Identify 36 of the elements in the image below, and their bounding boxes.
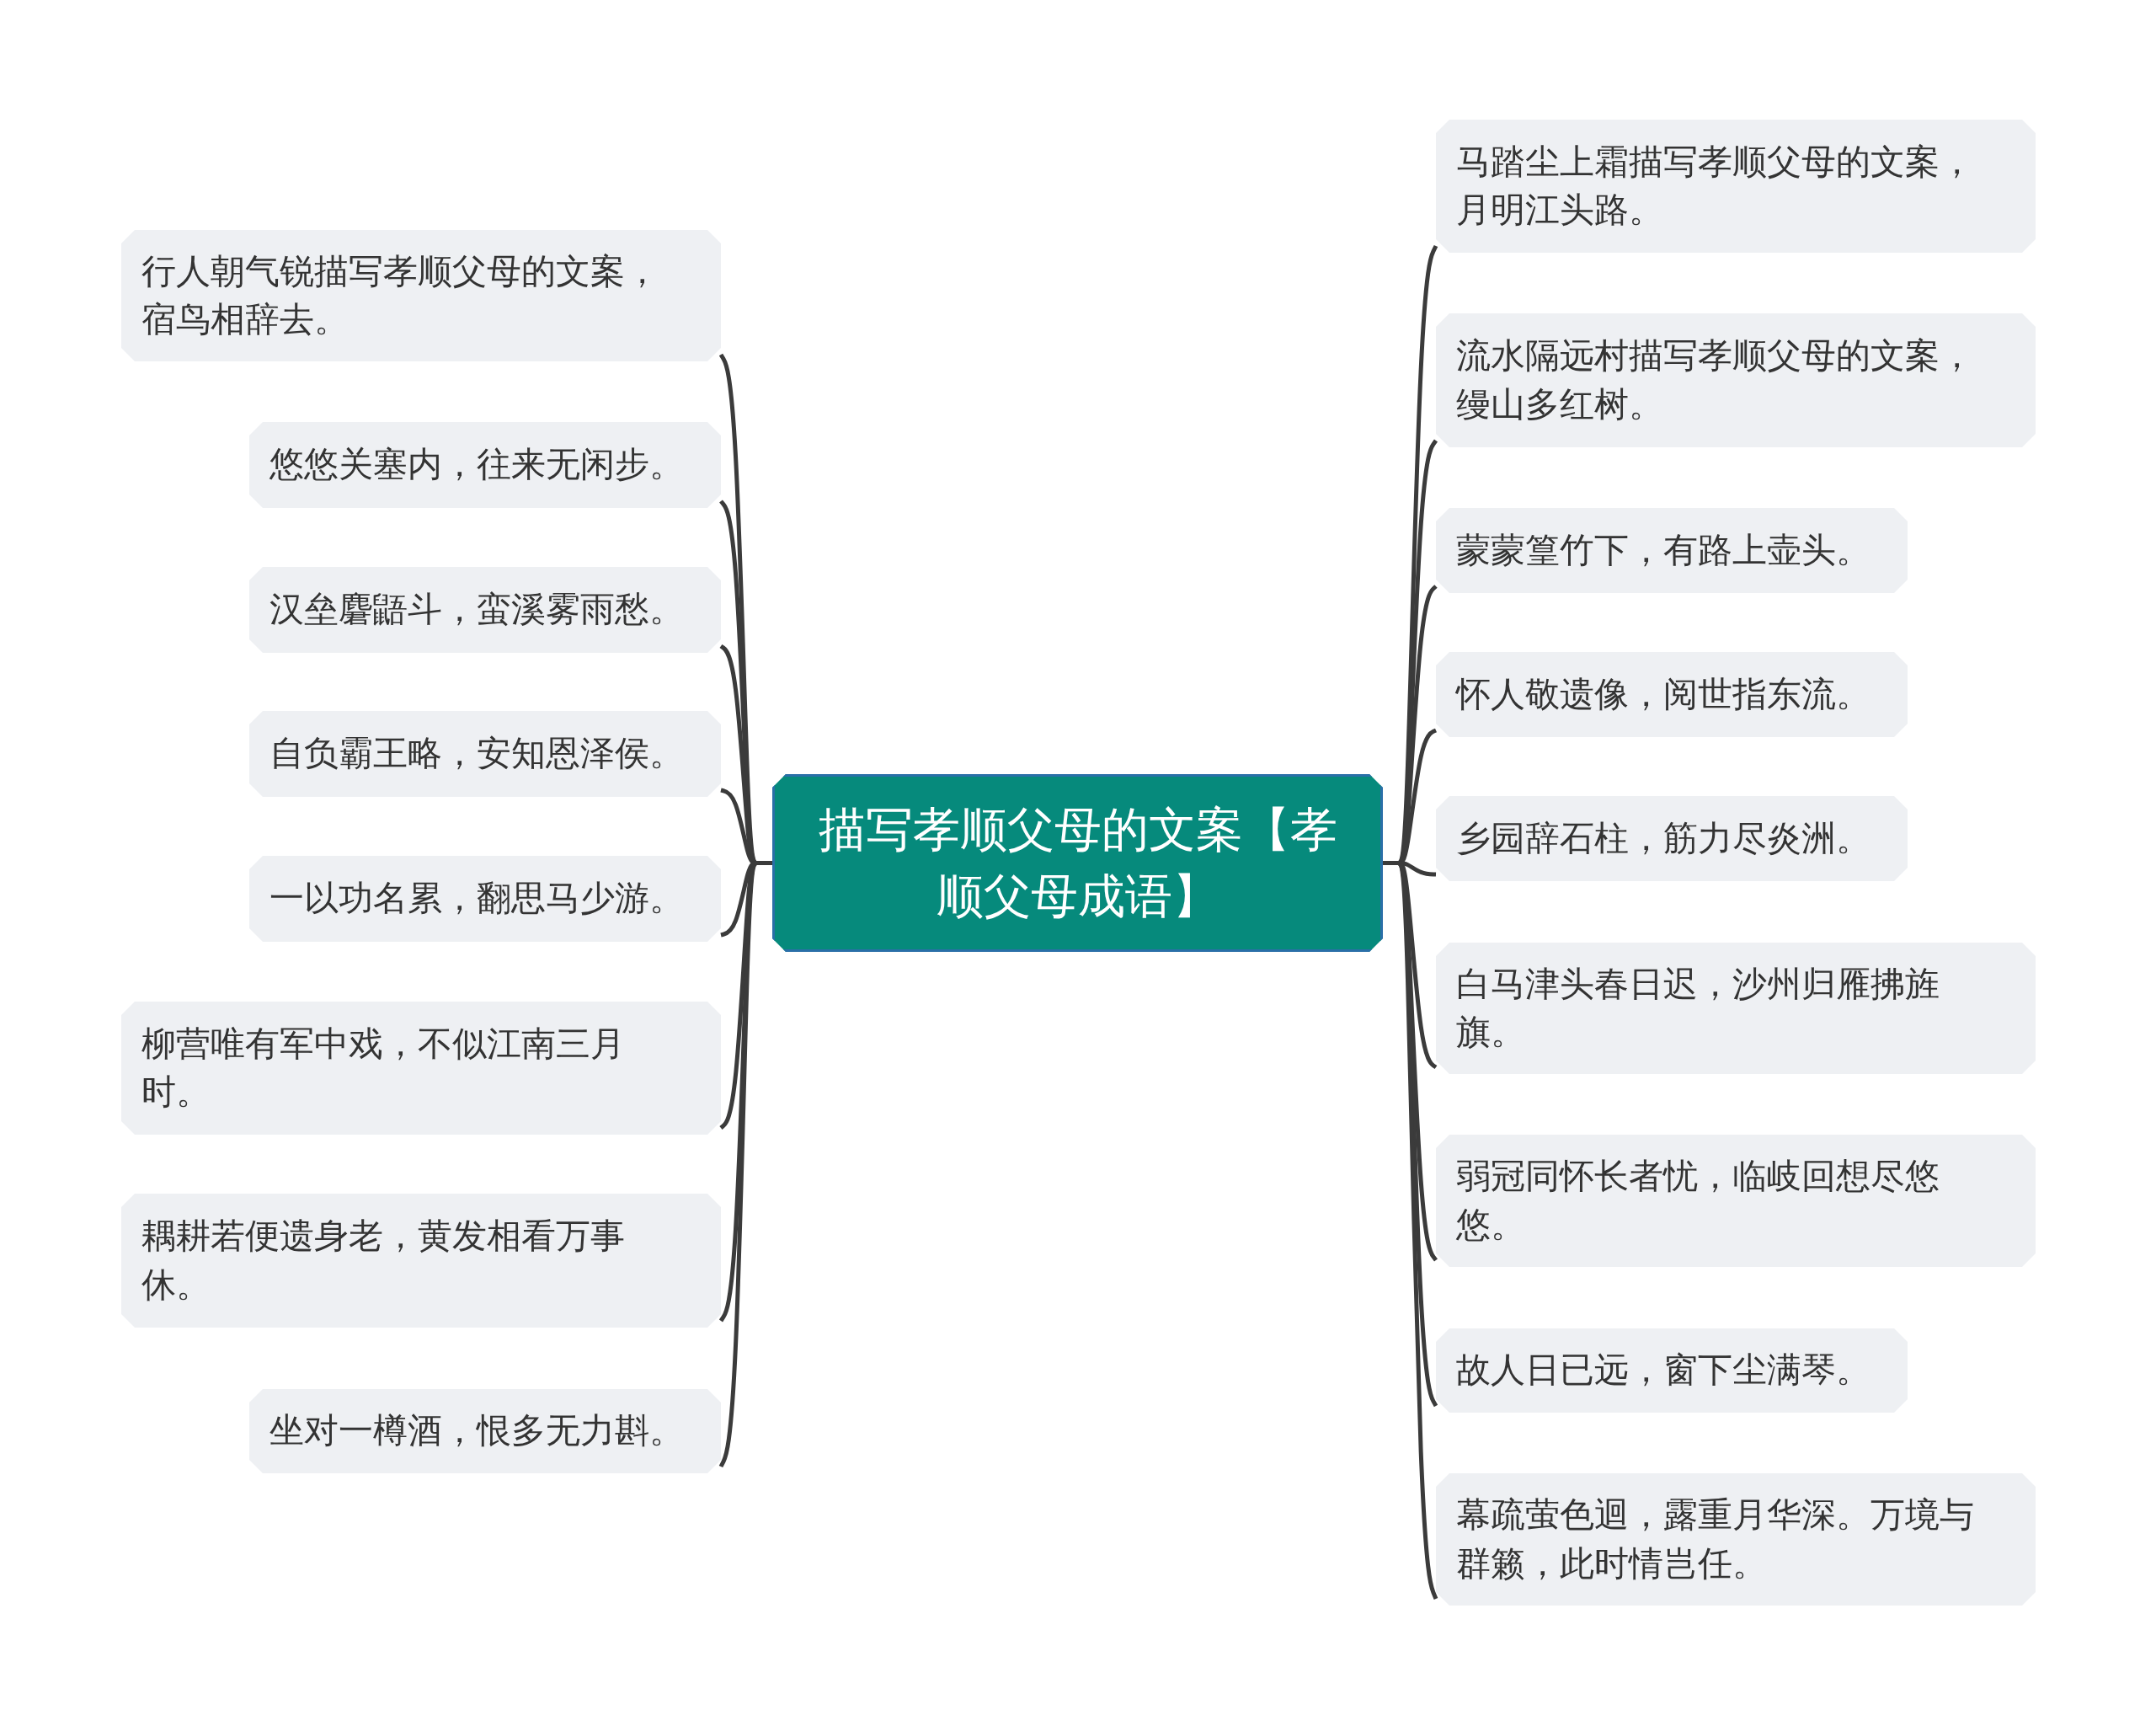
topic-box: [249, 856, 721, 942]
topic-box: [121, 1194, 721, 1328]
topic-box: [1436, 120, 2036, 253]
topic-text: 马踏尘上霜描写孝顺父母的文案，月明江头路。: [1456, 140, 1975, 232]
topic-box: [1436, 1135, 2036, 1267]
topic-box: [1436, 508, 1908, 593]
topic-text: 耦耕若便遗身老，黄发相看万事休。: [141, 1215, 626, 1307]
topic-box: [1436, 652, 1908, 737]
topic-text: 坐对一樽酒，恨多无力斟。: [270, 1409, 684, 1453]
topic-box: [249, 422, 721, 508]
topic-text: 幕疏萤色迴，露重月华深。万境与群籁，此时情岂任。: [1456, 1494, 1975, 1585]
topic-text: 行人朝气锐描写孝顺父母的文案，宿鸟相辞去。: [141, 249, 660, 341]
topic-text: 自负霸王略，安知恩泽侯。: [270, 732, 684, 776]
topic-box: [249, 567, 721, 653]
topic-text: 一以功名累，翻思马少游。: [270, 877, 684, 921]
central-topic: [772, 774, 1383, 952]
topic-box: [249, 1389, 721, 1473]
topic-box: [1436, 943, 2036, 1074]
topic-box: [1436, 796, 1908, 881]
topic-box: [1436, 1473, 2036, 1606]
topic-text: 白马津头春日迟，沙州归雁拂旌旗。: [1456, 962, 1940, 1054]
topic-text: 流水隔远村描写孝顺父母的文案，缦山多红树。: [1456, 334, 1975, 426]
topic-box: [249, 711, 721, 797]
central-topic-text: 描写孝顺父母的文案【孝顺父母成语】: [817, 801, 1338, 925]
topic-box: [1436, 1328, 1908, 1413]
topic-box: [1436, 313, 2036, 447]
topic-box: [121, 1002, 721, 1135]
topic-text: 怀人敬遗像，阅世指东流。: [1456, 672, 1870, 716]
topic-text: 汉垒麏鼯斗，蛮溪雾雨愁。: [270, 588, 684, 632]
topic-text: 故人日已远，窗下尘满琴。: [1456, 1349, 1870, 1392]
topic-text: 乡园辞石柱，筋力尽炎洲。: [1456, 816, 1870, 860]
topic-text: 弱冠同怀长者忧，临岐回想尽悠悠。: [1456, 1155, 1940, 1247]
topic-text: 柳营唯有军中戏，不似江南三月时。: [141, 1022, 626, 1114]
topic-text: 蒙蒙篁竹下，有路上壶头。: [1456, 528, 1870, 572]
topic-box: [121, 230, 721, 361]
topic-text: 悠悠关塞内，往来无闲步。: [270, 443, 684, 487]
